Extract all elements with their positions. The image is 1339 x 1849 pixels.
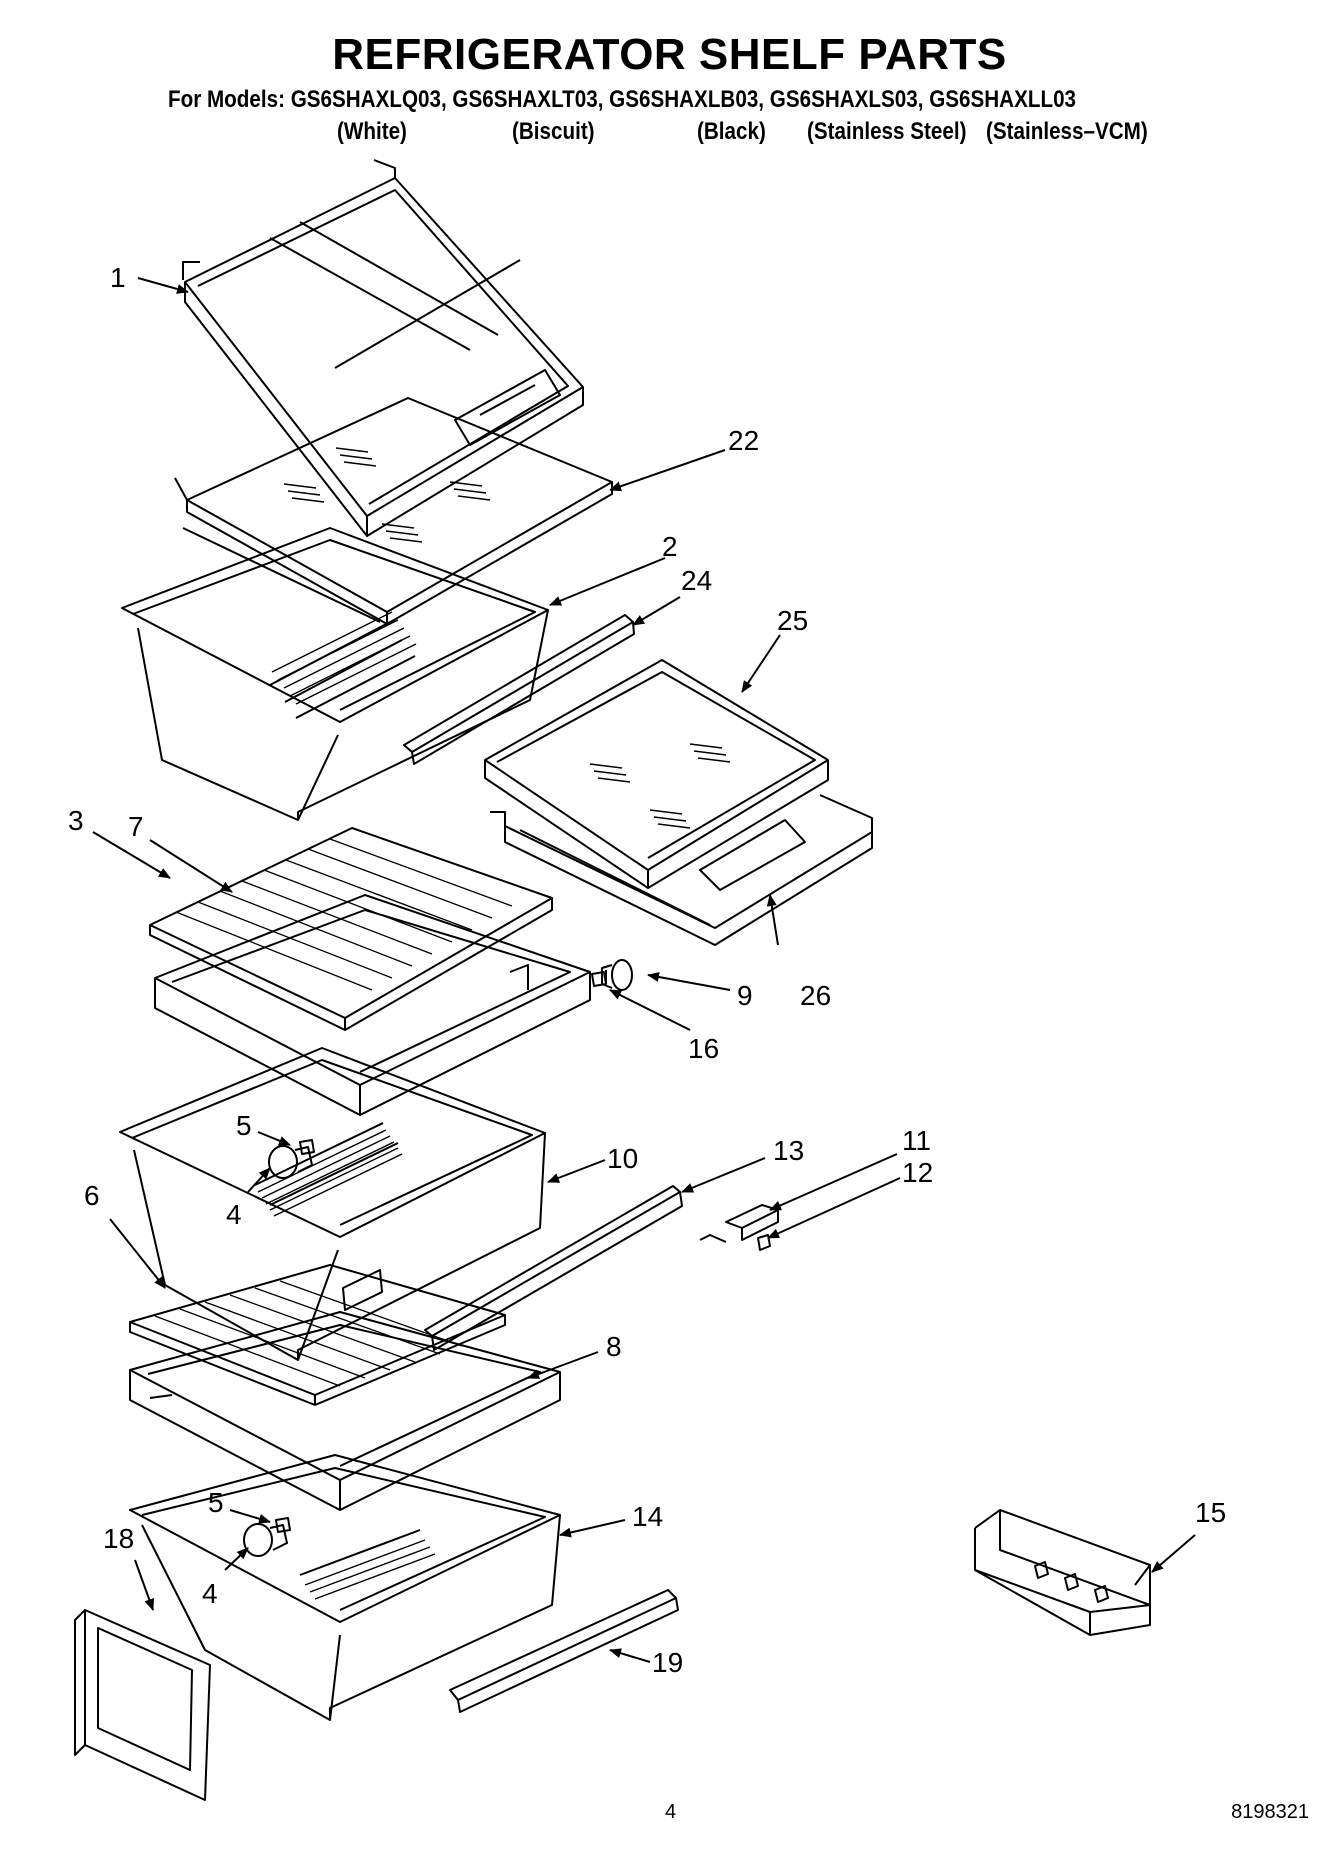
page-number: 4 (665, 1801, 677, 1823)
part-7-shelf-ribs (175, 838, 513, 991)
callout-7: 7 (128, 811, 144, 842)
part-5-screw-upper (299, 1139, 315, 1155)
part-26-deli-frame (490, 794, 873, 946)
part-9-roller (601, 959, 633, 991)
variant-white: (White) (337, 118, 407, 145)
part-25-deli-drawer (484, 659, 829, 891)
variant-stainless-vcm: (Stainless–VCM) (986, 118, 1148, 145)
models-line: For Models: GS6SHAXLQ03, GS6SHAXLT03, GS… (168, 86, 1077, 113)
part-12-cover (757, 1234, 771, 1251)
part-5-screw-lower (275, 1517, 291, 1533)
clip-bracket (699, 1234, 727, 1243)
page-title: REFRIGERATOR SHELF PARTS (332, 30, 1007, 79)
part-3-shelf-frame (154, 894, 591, 1116)
callout-4-upper: 4 (226, 1199, 242, 1230)
part-14-drawer-grille (304, 1539, 436, 1600)
callout-4-lower: 4 (202, 1578, 218, 1609)
part-4-roller-lower (243, 1523, 288, 1557)
callout-25: 25 (777, 605, 808, 636)
callout-12: 12 (902, 1157, 933, 1188)
callout-15: 15 (1195, 1497, 1226, 1528)
variant-biscuit: (Biscuit) (512, 118, 595, 145)
part-25-glass-highlights (589, 743, 731, 829)
variant-stainless-steel: (Stainless Steel) (807, 118, 967, 145)
part-2-drawer-grille (271, 611, 417, 705)
callout-13: 13 (773, 1135, 804, 1166)
part-19-lower-trim (449, 1589, 679, 1713)
part-1-crisper-cover-frame (182, 159, 584, 537)
part-22-glass-cover (174, 397, 613, 625)
callout-2: 2 (662, 531, 678, 562)
callout-26: 26 (800, 980, 831, 1011)
part-7-glass-shelf (149, 827, 553, 1031)
callout-8: 8 (606, 1331, 622, 1362)
callout-5-upper: 5 (236, 1110, 252, 1141)
callout-6: 6 (84, 1180, 100, 1211)
part-18-label-plate (74, 1609, 211, 1801)
callout-labels: 1 22 2 24 25 7 3 9 26 16 5 4 10 13 11 12… (68, 262, 1226, 1678)
part-14-lower-crisper-drawer (129, 1454, 561, 1721)
part-13-trim-strip (424, 1185, 683, 1351)
callout-18: 18 (103, 1523, 134, 1554)
callout-1: 1 (110, 262, 126, 293)
part-10-middle-crisper-drawer (119, 1047, 546, 1361)
part-8-lower-shelf-frame (129, 1311, 561, 1511)
callout-5-lower: 5 (208, 1487, 224, 1518)
part-15-door-bin (974, 1509, 1151, 1636)
callout-leaders (92, 277, 1196, 1663)
part-6-lower-glass-shelf (129, 1264, 506, 1406)
part-16-screw (591, 971, 607, 987)
variant-black: (Black) (697, 118, 766, 145)
callout-19: 19 (652, 1647, 683, 1678)
model-variants: (White) (Biscuit) (Black) (Stainless Ste… (0, 118, 1339, 148)
part-10-drawer-grille (257, 1129, 403, 1217)
document-code: 8198321 (1231, 1801, 1309, 1823)
callout-14: 14 (632, 1501, 663, 1532)
callout-24: 24 (681, 565, 712, 596)
part-22-glass-highlights (283, 447, 491, 543)
callout-10: 10 (607, 1143, 638, 1174)
callout-3: 3 (68, 805, 84, 836)
callout-16: 16 (688, 1033, 719, 1064)
part-4-roller-upper (268, 1145, 313, 1179)
callout-11: 11 (902, 1125, 931, 1156)
callout-22: 22 (728, 425, 759, 456)
callout-9: 9 (737, 980, 753, 1011)
